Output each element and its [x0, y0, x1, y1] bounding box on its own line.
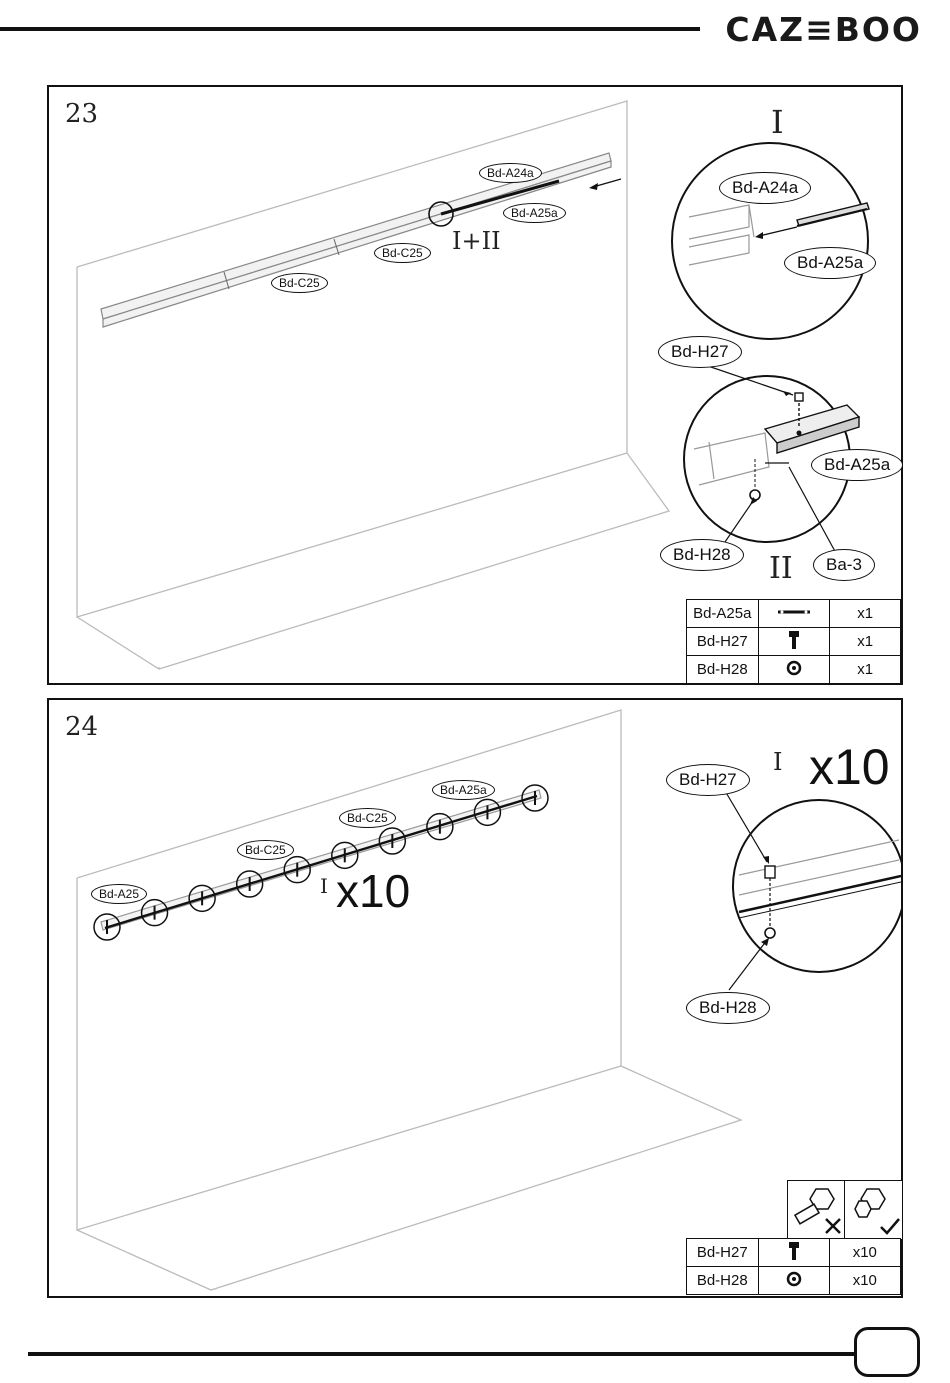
table-row: Bd-H28 x10 [687, 1267, 901, 1295]
correct-bolt-orientation-icon [844, 1180, 903, 1239]
nut-icon [758, 656, 830, 684]
wrong-bolt-orientation-icon [787, 1180, 846, 1239]
table-row: Bd-H28 x1 [687, 656, 901, 684]
zoom-label-a25a: Bd-A25a [784, 247, 876, 279]
step-number: 23 [65, 99, 98, 129]
part-label-c25: Bd-C25 [271, 273, 328, 293]
part-name: Bd-H28 [687, 656, 759, 684]
part-label-c25: Bd-C25 [237, 840, 294, 860]
callout-roman: I [320, 874, 328, 898]
zoom-label-a24a: Bd-A24a [719, 172, 811, 204]
part-label-a25: Bd-A25 [91, 884, 147, 904]
part-qty: x10 [829, 1267, 900, 1295]
part-label-a24a: Bd-A24a [479, 163, 542, 183]
zoom-label-a25a: Bd-A25a [811, 449, 903, 481]
part-label-a25a: Bd-A25a [503, 203, 566, 223]
bolt-icon [758, 1239, 829, 1267]
part-name: Bd-A25a [687, 600, 759, 628]
part-name: Bd-H27 [687, 1239, 759, 1267]
part-label-c25: Bd-C25 [339, 808, 396, 828]
part-qty: x1 [830, 628, 901, 656]
callout-count: x10 [336, 864, 410, 918]
part-label-a25a: Bd-A25a [432, 780, 495, 800]
step-23-panel: 23 Bd-A24a Bd-A25a Bd-C25 Bd-C25 I+II I … [47, 85, 903, 685]
header-rule [0, 27, 700, 31]
footer-rule [28, 1352, 854, 1356]
part-qty: x1 [830, 600, 901, 628]
step-24-panel: 24 Bd-A25 Bd-C25 Bd-C25 Bd-A25a I x10 I … [47, 698, 903, 1298]
parts-table: Bd-A25a x1 Bd-H27 x1 Bd-H28 x1 [686, 599, 901, 684]
zoom-label-h28: Bd-H28 [686, 992, 770, 1024]
part-name: Bd-H27 [687, 628, 759, 656]
brand-logo: CAZ≡BOO [725, 10, 922, 49]
step-number: 24 [65, 712, 98, 742]
table-row: Bd-A25a x1 [687, 600, 901, 628]
zoom-roman-i: I [771, 103, 784, 141]
part-qty: x1 [830, 656, 901, 684]
zoom-roman: I [773, 748, 782, 776]
nut-icon [758, 1267, 829, 1295]
table-row: Bd-H27 x10 [687, 1239, 901, 1267]
part-name: Bd-H28 [687, 1267, 759, 1295]
detail-reference: I+II [452, 227, 501, 255]
zoom-label-h27: Bd-H27 [666, 764, 750, 796]
zoom-roman-ii: II [769, 551, 793, 586]
zoom-label-h27: Bd-H27 [658, 336, 742, 368]
rail-piece-icon [758, 600, 830, 628]
part-qty: x10 [829, 1239, 900, 1267]
parts-table: Bd-H27 x10 Bd-H28 x10 [686, 1238, 901, 1295]
page-number-box [854, 1327, 920, 1377]
part-label-c25: Bd-C25 [374, 243, 431, 263]
zoom-label-h28: Bd-H28 [660, 539, 744, 571]
bolt-icon [758, 628, 830, 656]
table-row: Bd-H27 x1 [687, 628, 901, 656]
zoom-count: x10 [809, 738, 890, 796]
zoom-label-ba3: Ba-3 [813, 549, 875, 581]
